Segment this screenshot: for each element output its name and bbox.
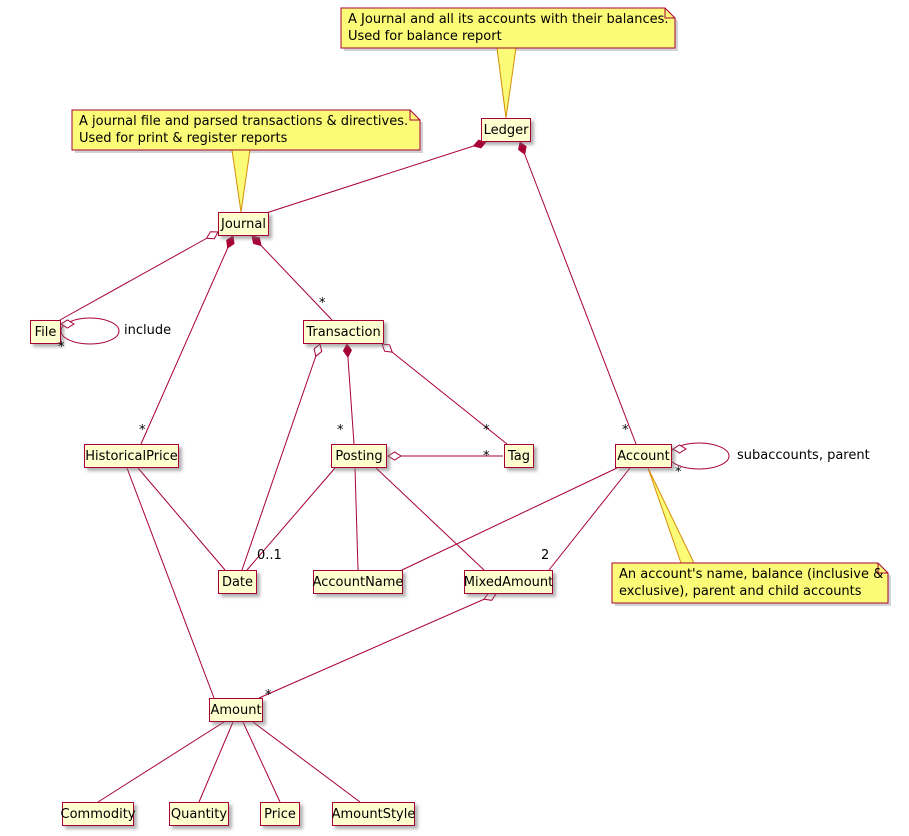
- multiplicity-journal-historicalprice: *: [139, 423, 146, 438]
- class-label: Account: [617, 448, 670, 464]
- edge-mixedamount-amount: [258, 593, 497, 699]
- class-label: Ledger: [483, 122, 529, 138]
- aggregation-diamond-icon: [387, 451, 402, 461]
- class-label: Commodity: [60, 806, 136, 822]
- aggregation-diamond-icon: [313, 343, 323, 358]
- note-fold-icon: [409, 110, 420, 121]
- class-node-amountstyle: AmountStyle: [332, 802, 415, 826]
- edge-transaction-posting: [346, 343, 355, 445]
- edge-amount-amountstyle: [252, 721, 361, 803]
- edge-posting-date: [246, 467, 336, 571]
- class-label: Date: [221, 574, 254, 590]
- edge-account-accountname: [401, 467, 618, 571]
- class-label: HistoricalPrice: [85, 448, 178, 464]
- class-node-posting: Posting: [331, 444, 387, 468]
- multiplicity-transaction-tag: *: [483, 423, 490, 438]
- note-ledger: [340, 7, 676, 49]
- multiplicity-ledger-account: *: [622, 423, 629, 438]
- composition-diamond-icon: [226, 235, 235, 249]
- edge-ledger-account: [519, 141, 637, 445]
- relation-label-account-subaccounts: subaccounts, parent: [737, 448, 870, 463]
- multiplicity-file-include: *: [58, 340, 65, 355]
- class-node-journal: Journal: [218, 212, 269, 236]
- note-journal: [71, 109, 421, 151]
- composition-diamond-icon: [518, 141, 527, 155]
- self-loop-file-include: [60, 317, 120, 345]
- class-node-transaction: Transaction: [303, 320, 384, 344]
- class-node-price: Price: [260, 802, 300, 826]
- class-label: Journal: [221, 216, 266, 232]
- note-text-line: An account's name, balance (inclusive &: [619, 567, 884, 582]
- class-node-tag: Tag: [504, 444, 534, 468]
- aggregation-diamond-icon: [205, 231, 219, 240]
- aggregation-diamond-icon: [60, 319, 75, 329]
- aggregation-diamond-icon: [381, 343, 393, 353]
- class-node-mixedamount: MixedAmount: [464, 570, 553, 594]
- composition-diamond-icon: [251, 235, 262, 247]
- edge-journal-historicalprice: [140, 235, 234, 445]
- multiplicity-posting-date: 0..1: [257, 548, 282, 563]
- class-label: AccountName: [312, 574, 404, 590]
- edge-historicalprice-amount: [126, 467, 215, 699]
- edge-amount-price: [242, 721, 281, 803]
- class-node-ledger: Ledger: [481, 118, 531, 142]
- edge-journal-transaction: [251, 235, 333, 321]
- composition-diamond-icon: [342, 343, 352, 358]
- class-node-account: Account: [615, 444, 672, 468]
- note-text-line: Used for balance report: [348, 29, 502, 44]
- class-label: Posting: [335, 448, 383, 464]
- edge-transaction-date: [241, 343, 321, 571]
- class-label: Transaction: [306, 324, 381, 340]
- edge-account-mixedamount: [548, 467, 631, 571]
- note-fold-icon: [877, 563, 888, 574]
- class-label: AmountStyle: [331, 806, 416, 822]
- note-text-line: Used for print & register reports: [79, 131, 288, 146]
- multiplicity-account-mixedamount: 2: [541, 548, 550, 563]
- edge-amount-quantity: [198, 721, 234, 803]
- multiplicity-posting-tag: *: [483, 449, 490, 464]
- class-label: Price: [264, 806, 296, 822]
- class-label: Quantity: [170, 806, 228, 822]
- multiplicity-account-subaccounts: *: [675, 465, 682, 480]
- edge-amount-commodity: [97, 721, 225, 803]
- class-label: File: [34, 324, 57, 340]
- edge-posting-mixedamount: [375, 467, 485, 571]
- class-node-amount: Amount: [209, 698, 263, 722]
- edge-posting-accountname: [354, 467, 359, 571]
- multiplicity-mixedamount-amount: *: [265, 688, 272, 703]
- note-account: [611, 562, 889, 604]
- relation-label-file-include: include: [124, 323, 172, 338]
- class-node-quantity: Quantity: [169, 802, 229, 826]
- class-node-date: Date: [218, 570, 257, 594]
- aggregation-diamond-icon: [672, 444, 687, 454]
- multiplicity-transaction-posting: *: [337, 423, 344, 438]
- note-fold-icon: [664, 8, 675, 19]
- class-label: MixedAmount: [463, 574, 554, 590]
- edge-historicalprice-date: [137, 467, 226, 571]
- class-node-historicalprice: HistoricalPrice: [84, 444, 179, 468]
- note-text-line: A journal file and parsed transactions &…: [79, 114, 409, 129]
- class-node-accountname: AccountName: [313, 570, 403, 594]
- class-node-file: File: [30, 320, 61, 344]
- class-node-commodity: Commodity: [60, 802, 136, 826]
- multiplicity-journal-transaction: *: [319, 296, 326, 311]
- class-label: Tag: [507, 448, 530, 464]
- note-text-line: A Journal and all its accounts with thei…: [348, 12, 669, 27]
- edge-ledger-journal: [262, 141, 487, 215]
- class-label: Amount: [210, 702, 262, 718]
- note-text-line: exclusive), parent and child accounts: [619, 584, 862, 599]
- edge-journal-file: [59, 231, 219, 321]
- edge-transaction-tag: [381, 343, 508, 445]
